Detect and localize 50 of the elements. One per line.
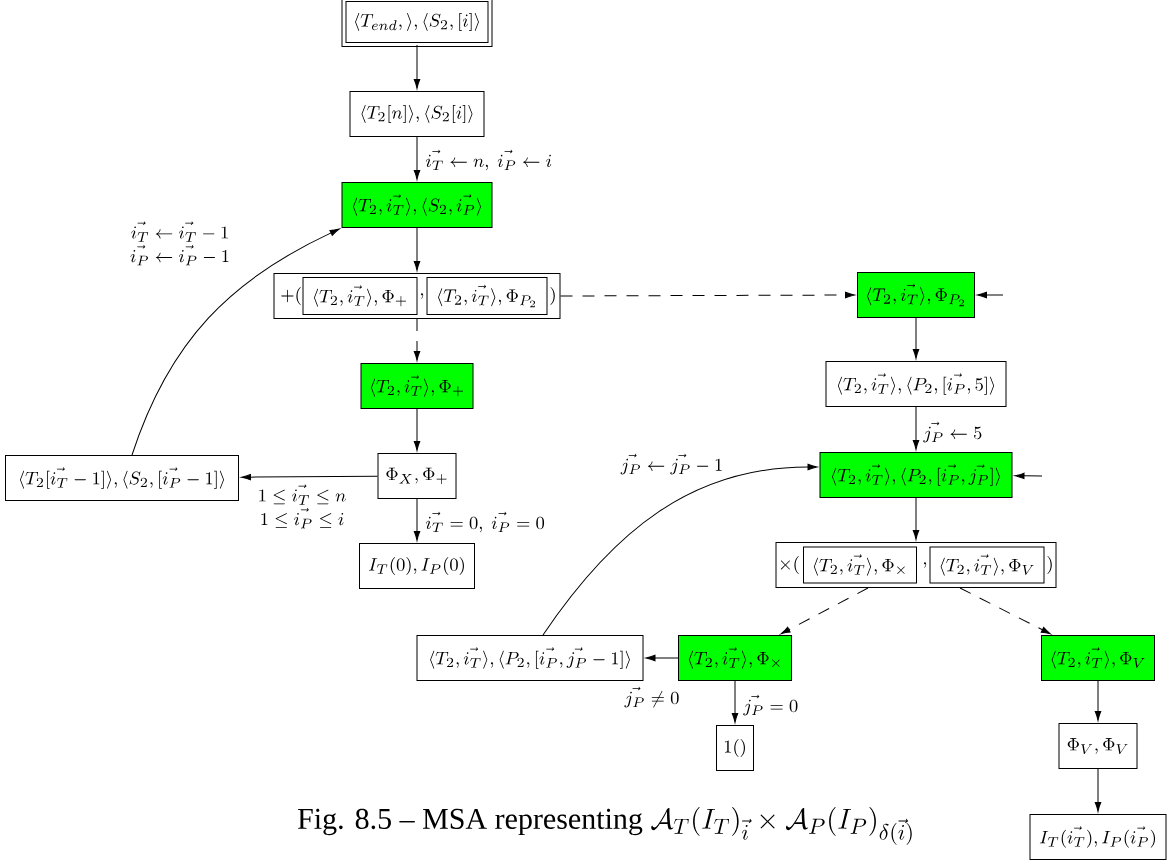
edge-label: $\begin{array}{c}\vec{i_T}\leftarrow\vec{i_T}-1\\\vec{i_P}\leftarrow\vec{i_P}-1\end{array}$ [130, 221, 229, 266]
state-box: $\langle T_2[n]\rangle,\langle S_2[i]\rangle$ [349, 91, 485, 137]
arrow [780, 587, 869, 635]
arrow [645, 654, 679, 662]
highlighted-state-box: $\langle T_2,\vec{i_T}\rangle,\Phi_{P_2}$ [857, 272, 975, 318]
edge-label: $\vec{j_P}=0$ [743, 694, 798, 716]
arrow [912, 317, 920, 359]
arrow [1094, 680, 1102, 721]
arrow [560, 291, 855, 299]
highlighted-state-box: $\langle T_2,\vec{i_T}\rangle,\langle P_2,[\vec{i_P},\vec{j_P}]\rangle$ [819, 452, 1013, 498]
arrow [542, 463, 818, 636]
state-box: $\langle T_2[\vec{i_T}-1]\rangle,\langle S_2,[\vec{i_P}-1]\rangle$ [5, 455, 239, 501]
state-box: $I_T(\vec{i_T}),I_P(\vec{i_P})$ [1029, 814, 1167, 860]
arrow [413, 44, 421, 89]
edge-label: $\vec{i_T}=0,\ \vec{i_P}=0$ [425, 511, 545, 533]
state-box: $\Phi_V,\Phi_V$ [1058, 723, 1138, 769]
inner-box: $\langle T_2,\vec{i_T}\rangle,\Phi_V$ [929, 546, 1045, 584]
edge-label: $\vec{j_P}\leftarrow\vec{j_P}-1$ [620, 453, 722, 475]
arrow [1014, 472, 1043, 480]
arrow [413, 136, 421, 180]
highlighted-state-box: $\langle T_2,\vec{i_T}\rangle,\Phi_+$ [360, 363, 474, 409]
state-box: $\langle T_2,\vec{i_T}\rangle,\langle P_2,[\vec{i_P},5]\rangle$ [825, 361, 1007, 407]
edge-label: $\vec{j_P}\neq 0$ [624, 686, 679, 708]
inner-box: $\langle T_2,\vec{i_T}\rangle,\Phi_{P_2}$ [426, 277, 548, 315]
arrow [912, 406, 920, 450]
arrow [413, 318, 421, 361]
edge-label: $\vec{j_P}\leftarrow 5$ [923, 421, 982, 443]
highlighted-state-box: $\langle T_2,\vec{i_T}\rangle,\Phi_V$ [1041, 635, 1155, 681]
arrow [241, 473, 378, 481]
arrow [413, 227, 421, 271]
state-box: $\Phi_X,\Phi_+$ [377, 453, 457, 499]
state-box: $1()$ [716, 725, 754, 771]
inner-box: $\langle T_2,\vec{i_T}\rangle,\Phi_\times$ [803, 546, 917, 584]
state-box: $\langle T_{end},\rangle,\langle S_2,[i]\rangle$ [341, 0, 493, 47]
arrow [977, 291, 1004, 299]
arrow [413, 408, 421, 451]
highlighted-state-box: $\langle T_2,\vec{i_T}\rangle,\langle S_2,\vec{i_P}\rangle$ [341, 182, 493, 228]
arrow [1094, 768, 1102, 812]
inner-box: $\langle T_2,\vec{i_T}\rangle,\Phi_+$ [302, 277, 418, 315]
arrow [131, 228, 340, 456]
edge-label: $\begin{array}{c}1\le\vec{i_T}\le n\\1\le\vec{i_P}\le i\end{array}$ [259, 484, 346, 529]
arrow [959, 587, 1051, 635]
edge-label: $\vec{i_T}\leftarrow n,\ \vec{i_P}\leftarrow i$ [425, 149, 552, 171]
state-box: $\langle T_2,\vec{i_T}\rangle,\langle P_2,[\vec{i_P},\vec{j_P}-1]\rangle$ [416, 635, 644, 681]
arrow [731, 680, 739, 723]
caption: $\text{Fig. 8.5 – MSA representing }\mathcal{A}_T(I_T)_{\vec{i}}\times\mathcal{A}_P(I_P)_{\delta(\vec{i})}$ [298, 807, 912, 845]
state-box: $I_T(0),I_P(0)$ [359, 543, 475, 589]
highlighted-state-box: $\langle T_2,\vec{i_T}\rangle,\Phi_\times$ [678, 635, 792, 681]
arrow [413, 498, 421, 541]
arrow [912, 497, 920, 540]
